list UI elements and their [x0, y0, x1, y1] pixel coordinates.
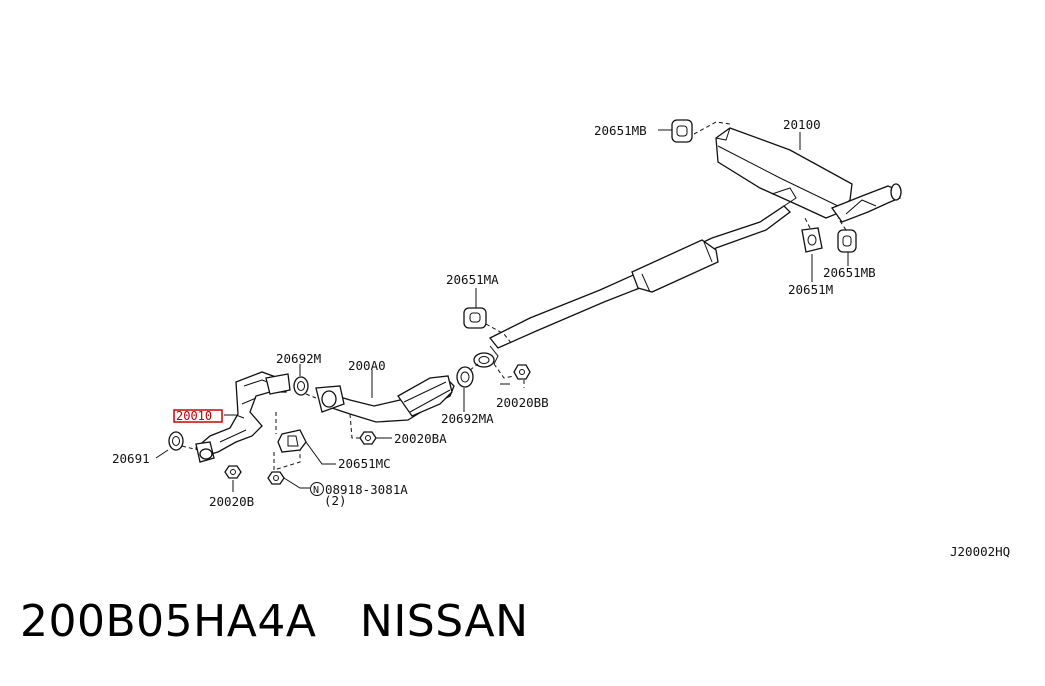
- leader-lines: [155, 121, 849, 492]
- label-qty-2: (2): [324, 493, 347, 508]
- part-number: 200B05HA4A: [20, 596, 317, 647]
- label-20010-highlighted: 20010: [176, 409, 212, 423]
- mount-20651MB-top: [671, 119, 693, 143]
- rear-pipe: [473, 205, 791, 368]
- label-20100: 20100: [783, 117, 821, 132]
- n-symbol: N: [313, 485, 319, 496]
- mount-20651M-right: [801, 227, 823, 253]
- gasket-20691: [168, 431, 184, 451]
- gasket-20692M: [293, 376, 309, 396]
- label-20651MC: 20651MC: [338, 456, 391, 471]
- center-pipe-200A0: [315, 375, 455, 423]
- label-20020BB: 20020BB: [496, 395, 549, 410]
- part-caption: 200B05HA4A NISSAN: [20, 596, 529, 647]
- nut-20020BA: [359, 431, 377, 445]
- label-20651MA: 20651MA: [446, 272, 499, 287]
- label-20692M: 20692M: [276, 351, 321, 366]
- label-20692MA: 20692MA: [441, 411, 494, 426]
- gasket-20692MA: [456, 366, 474, 388]
- caption-separator: [316, 596, 359, 647]
- mount-20651MC: [277, 429, 307, 453]
- nut-20020BB: [513, 364, 531, 380]
- label-20651M-right: 20651M: [788, 282, 833, 297]
- main-muffler: [715, 127, 902, 223]
- label-20651MB-right: 20651MB: [823, 265, 876, 280]
- mount-20651MA: [463, 307, 487, 329]
- n-symbol-circle: [310, 482, 324, 496]
- highlight-box: [173, 409, 223, 423]
- label-20020B: 20020B: [209, 494, 254, 509]
- drawing-code: J20002HQ: [950, 544, 1010, 559]
- nut-08918-3081A: [267, 471, 285, 485]
- mount-20651MB-right: [837, 229, 857, 253]
- nut-20020B: [224, 465, 242, 479]
- brand-name: NISSAN: [359, 596, 529, 647]
- part-labels: 20651MB 20100 20651MB 20651M 20651MA 200…: [112, 117, 1010, 559]
- label-200A0: 200A0: [348, 358, 386, 373]
- label-20020BA: 20020BA: [394, 431, 447, 446]
- front-pipe-20010: [195, 371, 291, 463]
- label-08918-3081A: 08918-3081A: [325, 482, 408, 497]
- label-20691: 20691: [112, 451, 150, 466]
- label-20651MB-top: 20651MB: [594, 123, 647, 138]
